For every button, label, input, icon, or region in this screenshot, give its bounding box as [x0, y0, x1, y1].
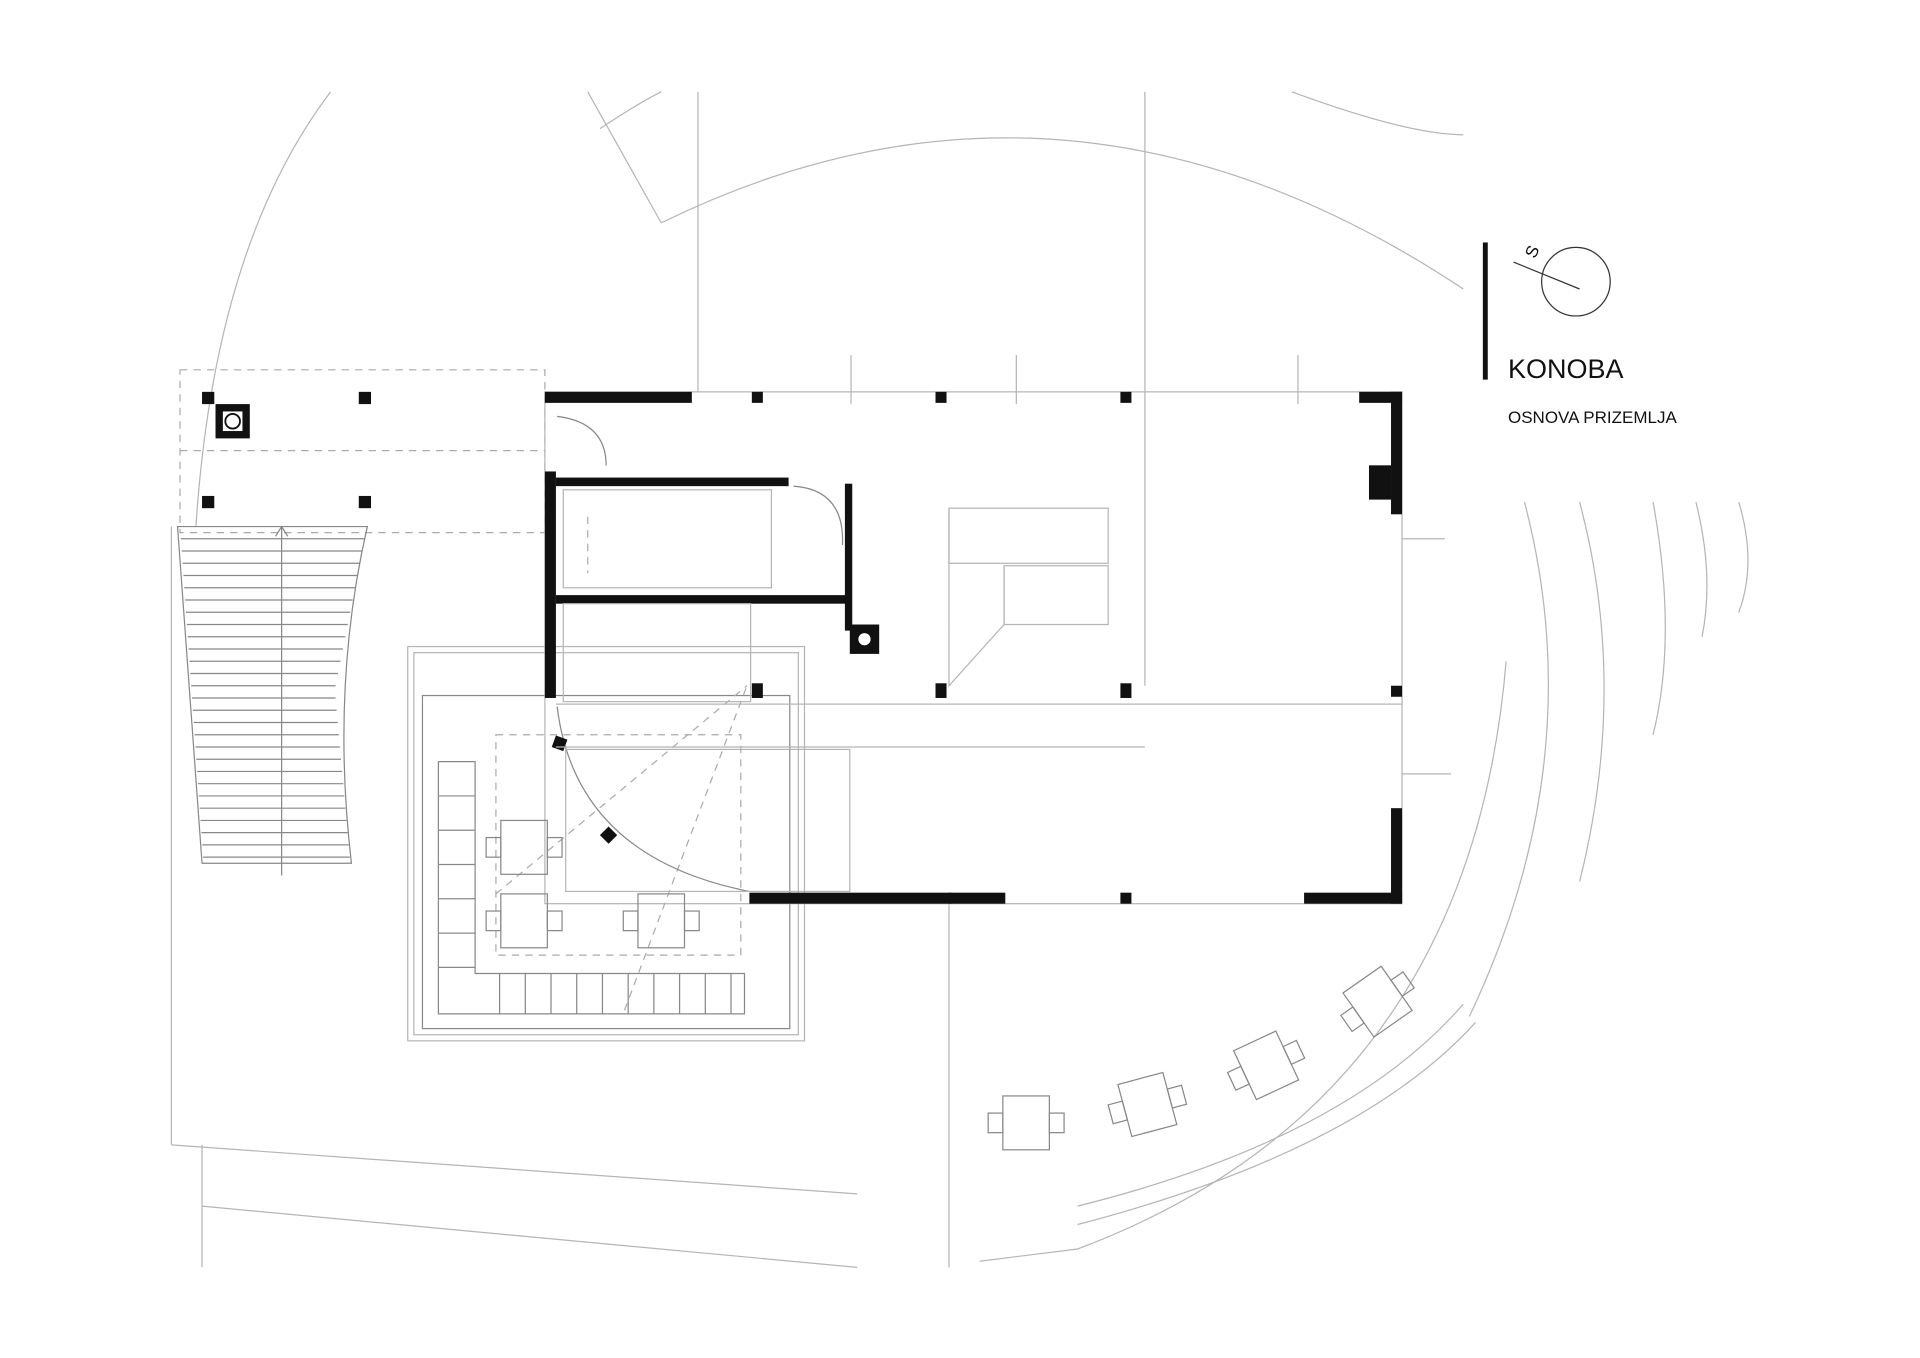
- building: [544, 391, 1403, 905]
- table-with-chairs: [485, 819, 563, 875]
- tables: [485, 819, 1416, 1151]
- table-with-chairs: [1339, 965, 1416, 1038]
- table-with-chairs: [987, 1095, 1065, 1151]
- table-with-chairs: [1226, 1030, 1306, 1101]
- north-label: S: [1521, 242, 1544, 261]
- exterior-stairs: [176, 525, 369, 876]
- terrace: [407, 645, 806, 1042]
- drawing-title: KONOBA: [1508, 354, 1624, 384]
- guide-lines: [170, 91, 1452, 1268]
- table-with-chairs: [622, 893, 700, 949]
- drawing-subtitle: OSNOVA PRIZEMLJA: [1508, 408, 1677, 427]
- table-with-chairs: [1107, 1071, 1188, 1138]
- table-with-chairs: [485, 893, 563, 949]
- site-arcs: [195, 91, 1749, 1262]
- entrance-platform: [179, 369, 546, 534]
- interior-stairs: [562, 489, 1109, 688]
